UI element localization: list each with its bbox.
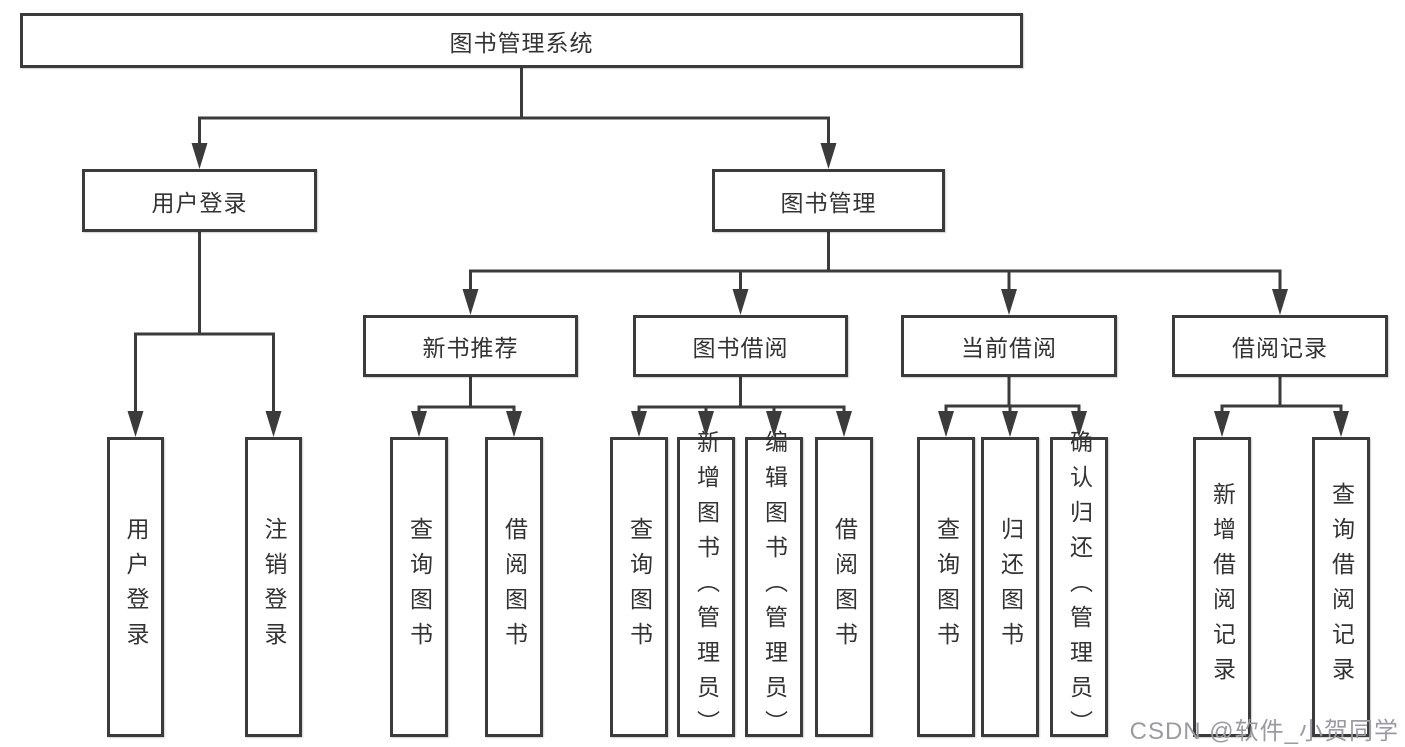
node-label: 图书借阅 xyxy=(692,335,789,361)
node-label: 注销登录 xyxy=(261,517,287,657)
arrowhead-icon xyxy=(1272,289,1288,315)
arrowhead-icon xyxy=(1071,411,1087,437)
node-label: 新增借阅记录 xyxy=(1209,482,1236,692)
arrowhead-icon xyxy=(766,411,782,437)
node-label: 查询图书 xyxy=(406,517,433,657)
node-br-query: 查询借阅记录 xyxy=(1312,437,1370,737)
watermark: CSDN @软件_小贺同学 xyxy=(1129,718,1399,745)
node-label: 新增图书（管理员） xyxy=(693,429,720,745)
node-label: 借阅图书 xyxy=(831,517,858,657)
arrowhead-icon xyxy=(506,411,522,437)
node-bb-borrow: 借阅图书 xyxy=(815,437,873,737)
node-label: 查询图书 xyxy=(626,517,653,657)
arrowhead-icon xyxy=(836,411,852,437)
node-nb-borrow: 借阅图书 xyxy=(485,437,543,737)
arrowhead-icon xyxy=(1333,411,1349,437)
node-label: 查询图书 xyxy=(933,517,960,657)
node-cb-query: 查询图书 xyxy=(917,437,975,737)
node-current-borrow: 当前借阅 xyxy=(901,315,1117,377)
node-bb-add: 新增图书（管理员） xyxy=(677,430,735,745)
node-label: 当前借阅 xyxy=(961,335,1057,361)
arrowhead-icon xyxy=(698,411,714,437)
node-user-login: 用户登录 xyxy=(82,169,317,232)
node-bb-query: 查询图书 xyxy=(610,437,668,737)
arrowhead-icon xyxy=(1214,411,1230,437)
node-label: 确认归还（管理员） xyxy=(1066,429,1093,745)
node-label: 新书推荐 xyxy=(422,335,519,361)
node-leaf-logout: 注销登录 xyxy=(245,437,302,737)
arrowhead-icon xyxy=(732,289,749,315)
arrowhead-icon xyxy=(411,411,427,437)
node-new-books: 新书推荐 xyxy=(363,315,578,377)
arrowhead-icon xyxy=(265,411,282,437)
node-label: 图书管理系统 xyxy=(449,29,594,56)
arrowhead-icon xyxy=(127,411,144,437)
node-label: 编辑图书（管理员） xyxy=(761,429,788,745)
node-borrow-records: 借阅记录 xyxy=(1172,315,1388,377)
node-label: 查询借阅记录 xyxy=(1328,482,1355,692)
arrowhead-icon xyxy=(938,411,954,437)
node-bb-edit: 编辑图书（管理员） xyxy=(745,430,803,745)
node-label: 图书管理 xyxy=(780,189,877,216)
arrowhead-icon xyxy=(1002,411,1018,437)
node-cb-return: 归还图书 xyxy=(981,437,1039,737)
node-leaf-user-login: 用户登录 xyxy=(107,437,164,737)
node-br-add: 新增借阅记录 xyxy=(1193,437,1251,737)
node-cb-confirm: 确认归还（管理员） xyxy=(1050,430,1108,745)
node-label: 用户登录 xyxy=(123,517,149,657)
arrowhead-icon xyxy=(1001,289,1017,315)
arrowhead-icon xyxy=(631,411,647,437)
node-label: 借阅图书 xyxy=(501,517,528,657)
node-book-borrow: 图书借阅 xyxy=(633,315,848,377)
arrowhead-icon xyxy=(191,143,208,169)
arrowhead-icon xyxy=(820,143,837,169)
node-book-mgmt: 图书管理 xyxy=(712,169,945,232)
node-label: 用户登录 xyxy=(151,189,248,216)
node-label: 归还图书 xyxy=(997,517,1024,657)
node-label: 借阅记录 xyxy=(1232,335,1328,361)
arrowhead-icon xyxy=(462,289,479,315)
node-nb-query: 查询图书 xyxy=(390,437,448,737)
node-root: 图书管理系统 xyxy=(20,13,1023,68)
